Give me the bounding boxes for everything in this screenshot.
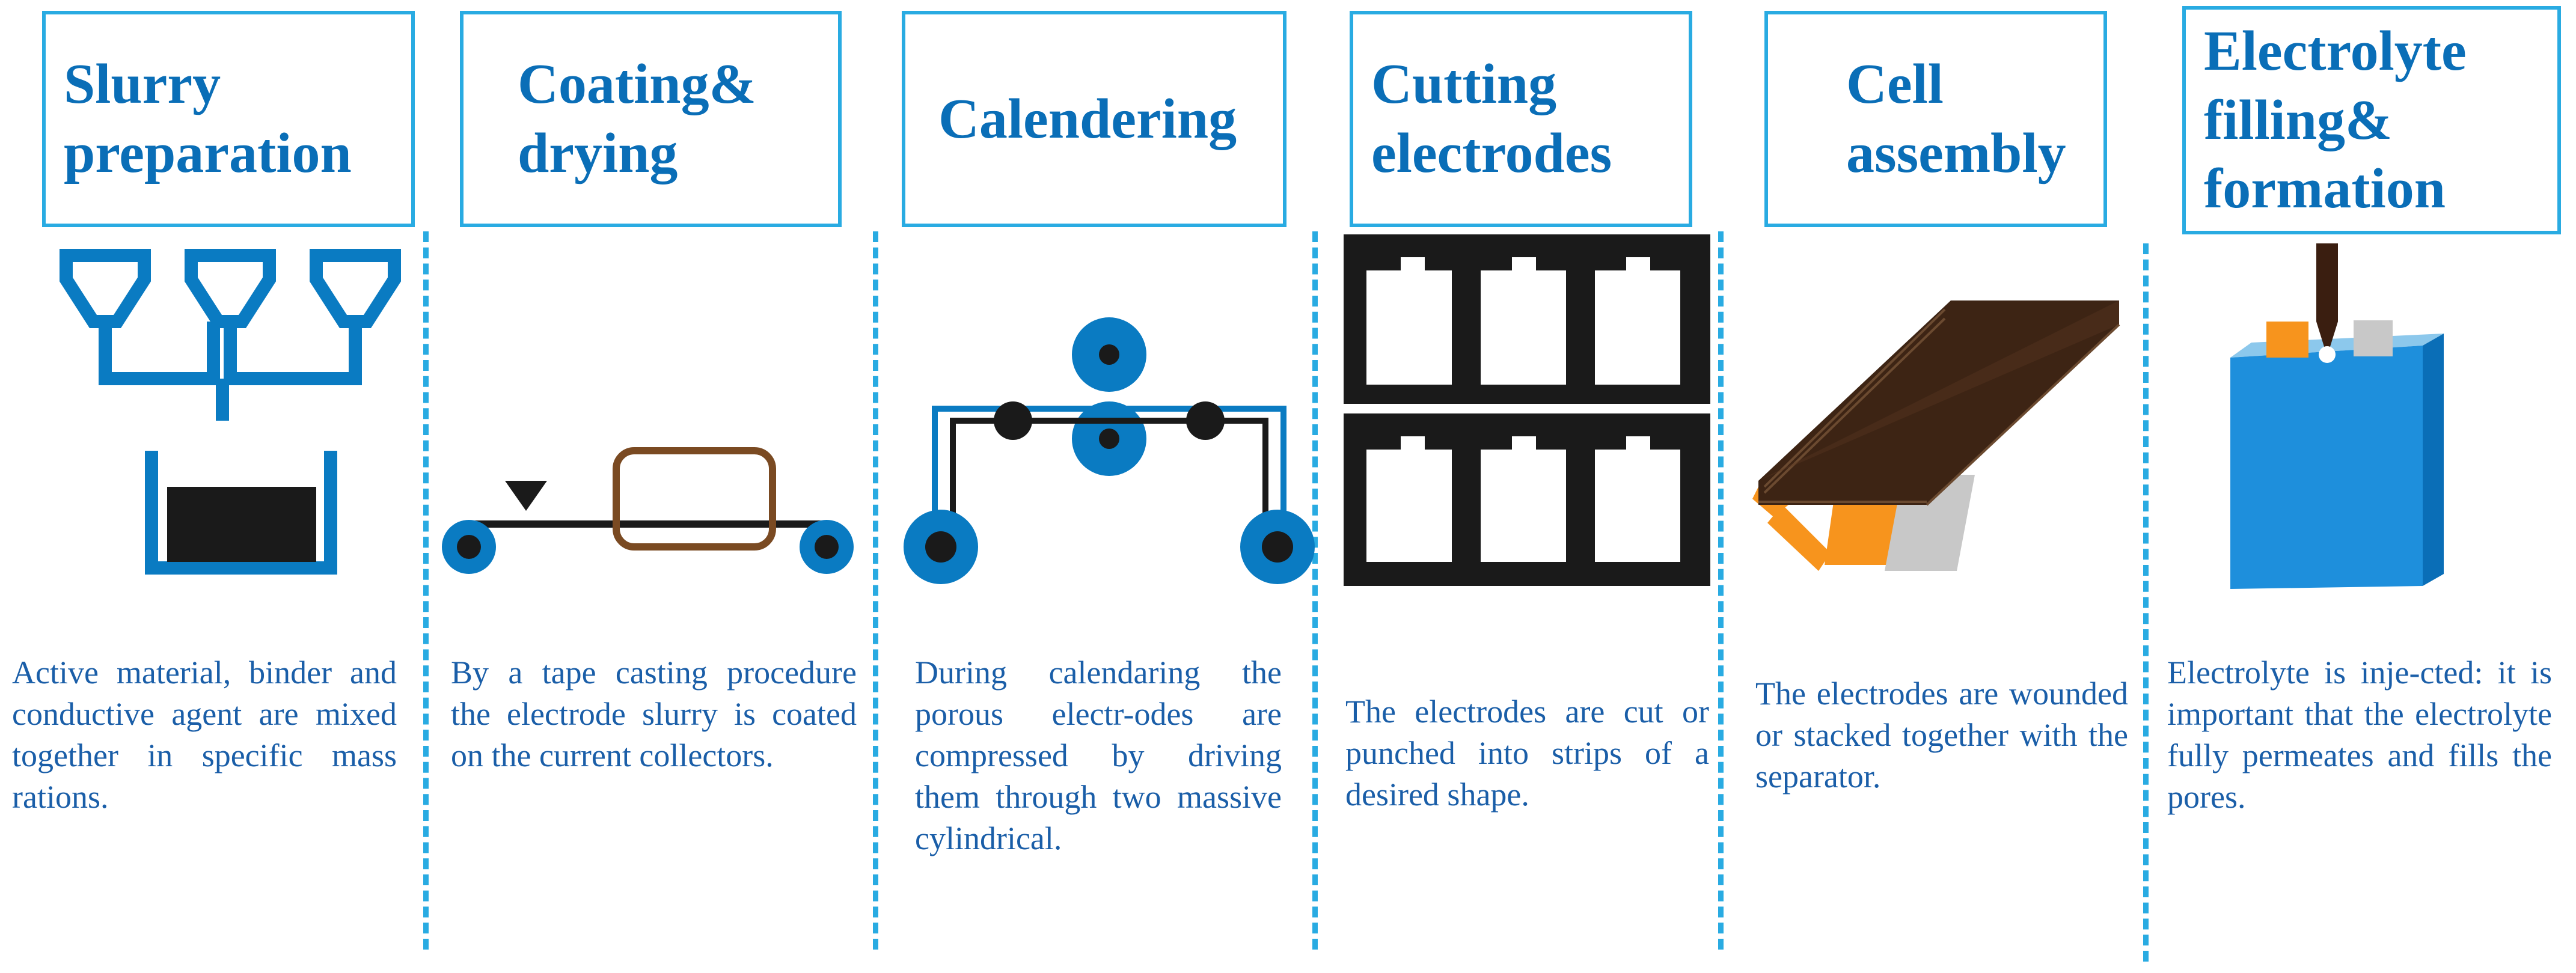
step-title-box-slurry-preparation: Slurry preparation: [42, 11, 415, 227]
step-description: The electrodes are cut or punched into s…: [1345, 694, 1709, 813]
tape-casting-icon: [442, 447, 854, 574]
step-divider: [1312, 231, 1318, 950]
step-title-box-coating-drying: Coating& drying: [460, 11, 842, 227]
step-description: By a tape casting procedure the electrod…: [451, 654, 857, 774]
step-divider: [873, 231, 878, 950]
step-title-box-electrolyte-filling: Electrolyte filling& formation: [2182, 6, 2561, 234]
step-divider: [2143, 243, 2149, 962]
step-description: The electrodes are wounded or stacked to…: [1755, 676, 2128, 795]
electrolyte-filling-icon: [2230, 243, 2444, 589]
step-divider: [423, 231, 429, 950]
step-title: Electrolyte filling& formation: [2204, 19, 2467, 221]
step-divider: [1718, 231, 1724, 950]
mixing-hoppers-icon: [60, 249, 401, 575]
calender-rollers-icon: [904, 317, 1315, 584]
step-title: Cell assembly: [1846, 53, 2066, 185]
cut-electrodes-icon: [1344, 234, 1710, 586]
step-title: Coating& drying: [518, 53, 756, 185]
step-description: Electrolyte is inje-cted: it is importan…: [2167, 654, 2552, 816]
step-title: Calendering: [938, 87, 1237, 150]
step-title: Slurry preparation: [64, 53, 352, 185]
step-title: Cutting electrodes: [1371, 53, 1612, 185]
step-description: During calendaring the porous electr-ode…: [915, 654, 1282, 857]
step-title-box-calendering: Calendering: [902, 11, 1286, 227]
step-title-box-cutting-electrodes: Cutting electrodes: [1350, 11, 1692, 227]
stacked-cell-icon: [1752, 300, 2120, 571]
step-description: Active material, binder and conductive a…: [12, 654, 397, 816]
step-title-box-cell-assembly: Cell assembly: [1764, 11, 2107, 227]
